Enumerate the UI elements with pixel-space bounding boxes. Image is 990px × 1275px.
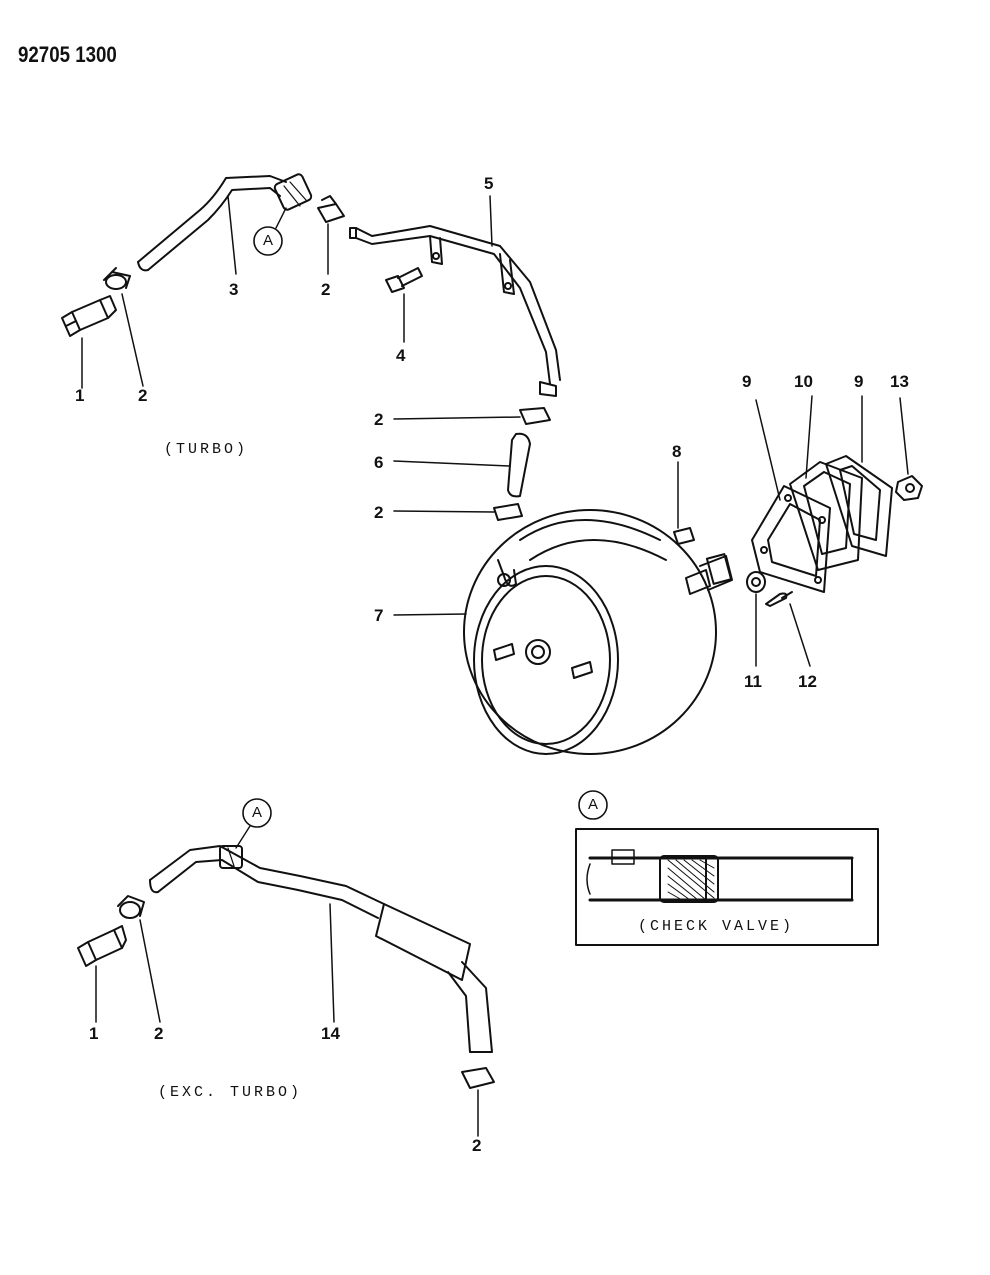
- callout-9-front: 9: [742, 372, 752, 391]
- hose-part-3: [137, 173, 313, 275]
- callout-14: 14: [321, 1024, 340, 1043]
- callout-2-turbo-a: 2: [138, 386, 148, 405]
- gasket-part-9-front: [751, 399, 831, 593]
- fitting-part-1-turbo: [61, 295, 117, 389]
- clamp-part-2-exc-turbo-a: [117, 895, 161, 1023]
- clamp-part-2-hose-top: [393, 407, 551, 425]
- section-label-exc-turbo: (EXC. TURBO): [158, 1084, 303, 1101]
- washer-part-11: [746, 571, 766, 667]
- bolt-part-8: [673, 461, 695, 545]
- pipe-part-5: [349, 195, 561, 397]
- spacer-part-10: [789, 395, 863, 571]
- callout-10: 10: [794, 372, 813, 391]
- gasket-part-9-rear: [825, 395, 893, 557]
- clamp-part-2-exc-turbo-b: [461, 1067, 495, 1137]
- clamp-part-2-turbo-a: [103, 267, 144, 387]
- callout-12: 12: [798, 672, 817, 691]
- callout-13: 13: [890, 372, 909, 391]
- callout-6: 6: [374, 453, 384, 472]
- callout-2-turbo-b: 2: [321, 280, 331, 299]
- callout-8: 8: [672, 442, 682, 461]
- callout-1-exc-turbo: 1: [89, 1024, 99, 1043]
- detail-marker-turbo: A: [262, 232, 273, 249]
- fitting-part-1-exc-turbo: [77, 925, 127, 1023]
- document-id: 92705 1300: [18, 42, 117, 67]
- detail-marker-exc-turbo: A: [251, 804, 262, 821]
- clamp-part-2-turbo-b: [317, 195, 345, 275]
- callout-1-turbo: 1: [75, 386, 85, 405]
- nut-part-13: [895, 397, 923, 501]
- hose-part-6: [393, 432, 531, 498]
- hose-part-14: [149, 845, 493, 1053]
- pin-part-12: [765, 591, 811, 667]
- check-valve-detail-box: [575, 828, 879, 946]
- callout-5: 5: [484, 174, 494, 193]
- detail-marker-circle-exc-turbo: [242, 798, 272, 828]
- callout-4: 4: [396, 346, 406, 365]
- callout-11: 11: [744, 672, 762, 691]
- section-label-check-valve: (CHECK VALVE): [638, 918, 795, 935]
- section-label-turbo: (TURBO): [164, 441, 249, 458]
- bolt-part-4: [385, 267, 423, 343]
- callout-7: 7: [374, 606, 384, 625]
- detail-marker-box: A: [587, 796, 598, 813]
- detail-marker-circle-turbo: [253, 226, 283, 256]
- callout-3: 3: [229, 280, 239, 299]
- callout-2-exc-turbo-a: 2: [154, 1024, 164, 1043]
- detail-marker-circle-box: [578, 790, 608, 820]
- clamp-part-2-hose-bottom: [393, 503, 523, 521]
- callout-2-exc-turbo-b: 2: [472, 1136, 482, 1155]
- callout-2-hose-top: 2: [374, 410, 384, 429]
- brake-booster-part-7: [393, 509, 733, 755]
- callout-9-rear: 9: [854, 372, 864, 391]
- callout-2-hose-bottom: 2: [374, 503, 384, 522]
